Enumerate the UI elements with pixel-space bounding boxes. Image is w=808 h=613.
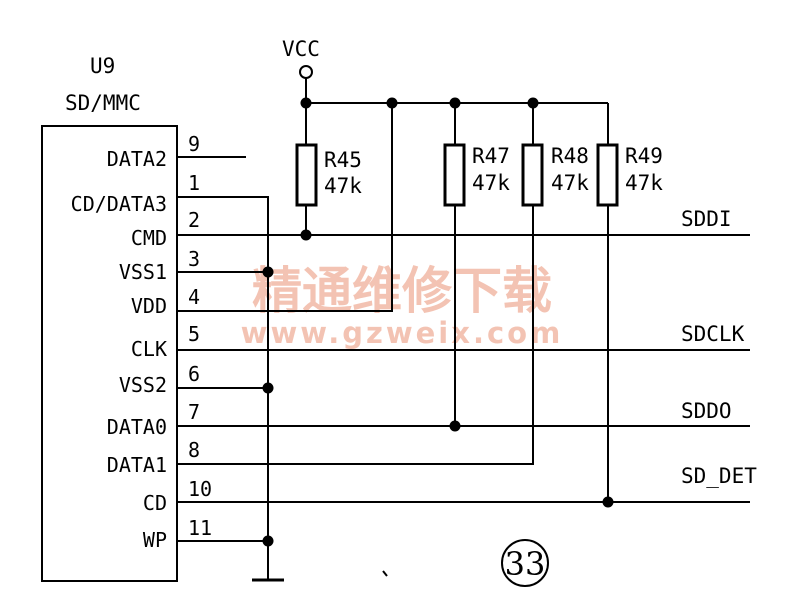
pin-number-1: 1 <box>188 171 200 195</box>
wire-data1-r48 <box>177 205 534 465</box>
pin-names: DATA2 CD/DATA3 CMD VSS1 VDD CLK VSS2 DAT… <box>71 147 167 552</box>
vcc-terminal <box>299 65 313 79</box>
r45-value: 47k <box>324 174 362 198</box>
r49-value: 47k <box>625 171 663 195</box>
stray-mark <box>382 570 388 577</box>
signal-sddo: SDDO <box>681 399 732 423</box>
pin-number-2: 2 <box>188 208 200 232</box>
pin-name-wp: WP <box>143 528 167 552</box>
wiring <box>177 78 750 582</box>
junction-dot <box>262 535 274 547</box>
r48-ref: R48 <box>551 144 589 168</box>
figure-number: 33 <box>505 545 546 583</box>
junction-dot <box>602 496 614 508</box>
resistor-r45 <box>295 143 318 207</box>
pin-number-10: 10 <box>188 477 212 501</box>
watermark: 精通维修下载 www.gzweix.com <box>241 262 564 350</box>
resistor-r49 <box>596 143 619 207</box>
pin-name-vdd: VDD <box>131 294 167 318</box>
wire-pin1-ground-bus <box>177 196 269 580</box>
junction-dot <box>449 420 461 432</box>
pin-name-cmd: CMD <box>131 226 167 250</box>
pin-number-7: 7 <box>188 400 200 424</box>
pin-name-data1: DATA1 <box>107 453 167 477</box>
resistor-r47 <box>443 143 466 207</box>
vcc-label: VCC <box>282 37 320 61</box>
junction-dot <box>300 229 312 241</box>
pin-number-3: 3 <box>188 247 200 271</box>
pin-numbers: 9 1 2 3 4 5 6 7 8 10 11 <box>188 132 212 540</box>
chip-type: SD/MMC <box>65 91 141 115</box>
junction-dot <box>300 97 312 109</box>
resistor-labels: R45 47k R47 47k R48 47k R49 47k <box>324 144 663 198</box>
pin-name-data0: DATA0 <box>107 415 167 439</box>
junction-dot <box>449 97 461 109</box>
junction-dot <box>262 382 274 394</box>
chip-body <box>41 125 178 582</box>
r47-ref: R47 <box>472 144 510 168</box>
pin-number-8: 8 <box>188 438 200 462</box>
chip-ref: U9 <box>90 54 115 78</box>
junction-dot <box>262 266 274 278</box>
signal-sd-det: SD_DET <box>681 464 757 488</box>
r49-ref: R49 <box>625 144 663 168</box>
pin-name-clk: CLK <box>131 337 167 361</box>
figure-number-circle <box>501 539 549 587</box>
watermark-url: www.gzweix.com <box>241 316 564 350</box>
resistor-bodies <box>295 143 619 207</box>
r47-value: 47k <box>472 171 510 195</box>
junction-dots <box>262 97 614 547</box>
wire-pin4-vdd <box>177 103 393 312</box>
pin-number-4: 4 <box>188 285 200 309</box>
pin-name-vss2: VSS2 <box>119 373 167 397</box>
junction-dot <box>527 97 539 109</box>
pin-name-cd-data3: CD/DATA3 <box>71 192 167 216</box>
pin-name-vss1: VSS1 <box>119 260 167 284</box>
junction-dot <box>386 97 398 109</box>
signal-labels: SDDI SDCLK SDDO SD_DET <box>681 207 757 488</box>
pin-name-data2: DATA2 <box>107 147 167 171</box>
pin-name-cd: CD <box>143 491 167 515</box>
pin-number-5: 5 <box>188 322 200 346</box>
signal-sdclk: SDCLK <box>681 322 745 346</box>
r45-ref: R45 <box>324 148 362 172</box>
signal-sddi: SDDI <box>681 207 732 231</box>
pin-number-6: 6 <box>188 362 200 386</box>
pin-number-11: 11 <box>188 516 212 540</box>
resistor-r48 <box>521 143 544 207</box>
pin-number-9: 9 <box>188 132 200 156</box>
r48-value: 47k <box>551 171 589 195</box>
